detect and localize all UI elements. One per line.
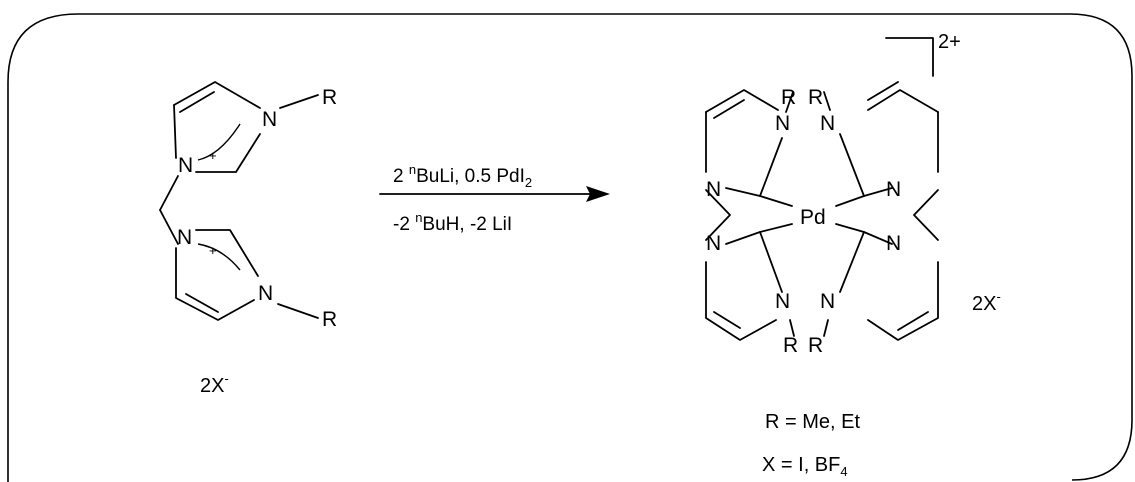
palladium-biscarbene-complex: Pd N R N R N N N N N N R R 2+ 2X-: [705, 31, 1001, 357]
r-group: R: [808, 86, 823, 109]
positive-charge: +: [209, 148, 217, 163]
n-atom: N: [258, 282, 273, 305]
r-definition: R = Me, Et: [765, 411, 860, 433]
bis-imidazolium-ligand: N R N + N + N R 2X-: [159, 81, 337, 397]
n-atom: N: [177, 226, 192, 249]
r-group: R: [781, 86, 796, 109]
r-group: R: [322, 308, 337, 331]
palladium-atom: Pd: [800, 206, 826, 229]
n-atom: N: [262, 108, 277, 131]
n-atom: N: [706, 178, 721, 201]
methylene-bridge: [159, 209, 179, 245]
scheme-frame: [7, 13, 1133, 482]
complex-counterion: 2X-: [972, 289, 1001, 315]
charge-bracket: [885, 37, 934, 77]
r-group: R: [808, 334, 823, 357]
reaction-reagents: 2 nBuLi, 0.5 PdI2: [393, 162, 532, 190]
positive-charge: +: [209, 243, 217, 258]
r-group: R: [783, 334, 798, 357]
n-atom: N: [886, 232, 901, 255]
n-atom: N: [706, 232, 721, 255]
complex-charge: 2+: [938, 31, 961, 53]
reaction-arrow: [379, 186, 610, 202]
x-definition: X = I, BF4: [762, 454, 848, 479]
n-atom: N: [775, 112, 790, 135]
bottom-imidazolium-ring: [175, 229, 319, 321]
n-atom: N: [820, 112, 835, 135]
n-atom: N: [775, 290, 790, 313]
r-group: R: [322, 86, 337, 109]
ligand-counterion: 2X-: [200, 371, 229, 397]
n-atom: N: [178, 154, 193, 177]
top-imidazolium-ring: [159, 81, 319, 211]
reaction-byproducts: -2 nBuH, -2 LiI: [393, 210, 512, 235]
n-atom: N: [886, 178, 901, 201]
n-atom: N: [820, 290, 835, 313]
